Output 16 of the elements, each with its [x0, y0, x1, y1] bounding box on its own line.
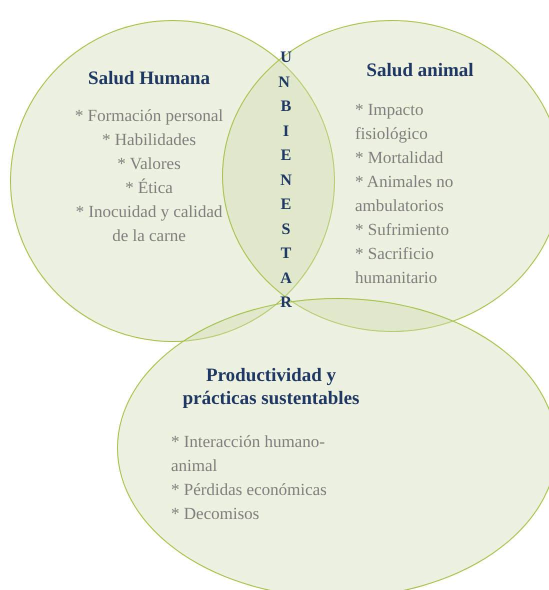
circle-heading: Salud animal [365, 59, 475, 82]
list-item: * Mortalidad [355, 147, 444, 169]
list-item: * Sacrificio humanitario [355, 243, 438, 289]
list-item: * Impacto fisiológico [355, 99, 429, 145]
list-item: * Interacción humano-animal [171, 431, 326, 477]
list-item: * Animales no ambulatorios [355, 171, 454, 217]
list-item: * Valores [116, 153, 182, 175]
list-item: * Decomisos [171, 503, 260, 525]
list-item: * Formación personal [74, 105, 224, 127]
list-item: * Pérdidas económicas [171, 479, 328, 501]
circle-heading: Productividad y prácticas sustentables [182, 364, 360, 410]
circle-heading: Salud Humana [87, 67, 211, 90]
list-item: * Sufrimiento [355, 219, 450, 241]
list-item: * Habilidades [101, 129, 197, 151]
list-item: * Ética [124, 177, 174, 199]
list-item: * Inocuidad y calidad de la carne [74, 201, 224, 247]
